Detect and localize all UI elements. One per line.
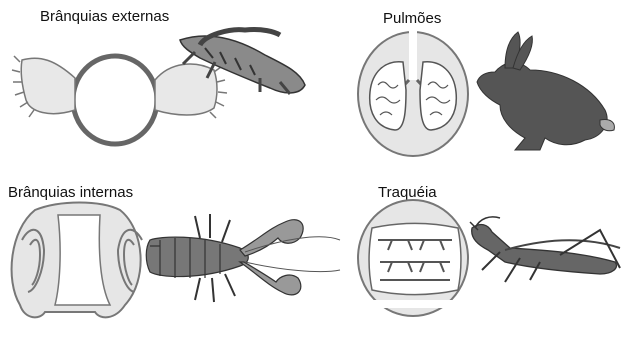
hare-illustration (477, 32, 614, 150)
trachea-diagram (358, 200, 468, 316)
grasshopper-illustration (470, 217, 620, 282)
right-gill-tuft (155, 64, 227, 118)
left-gill-tuft (12, 56, 75, 117)
lungs-diagram (358, 30, 468, 156)
external-gills-diagram (12, 56, 227, 144)
internal-gills-diagram (12, 203, 142, 318)
lobster-illustration (146, 214, 340, 302)
